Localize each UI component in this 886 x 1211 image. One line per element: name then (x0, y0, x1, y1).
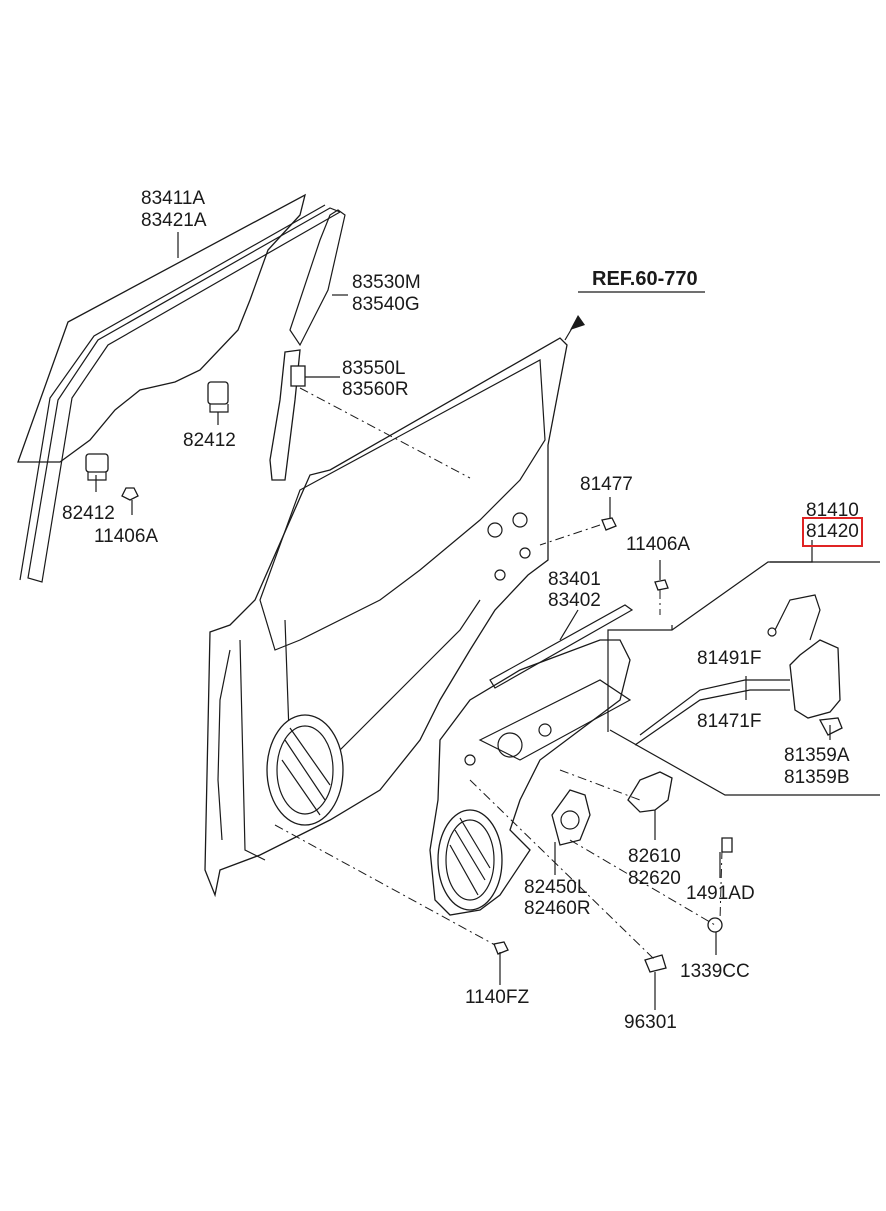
label-83411A: 83411A (141, 188, 206, 209)
window-motor (551, 789, 591, 846)
label-83560R: 83560R (342, 379, 409, 400)
label-81359A: 81359A (784, 745, 850, 766)
label-82610: 82610 (628, 846, 681, 867)
window-regulator (429, 604, 634, 916)
label-96301: 96301 (624, 1012, 677, 1033)
label-1140FZ: 1140FZ (465, 987, 530, 1008)
label-81477: 81477 (580, 474, 633, 495)
label-83540G: 83540G (352, 294, 420, 315)
label-83550L: 83550L (342, 358, 406, 379)
glass-clips (85, 381, 229, 501)
glass-channel (269, 349, 306, 481)
glass-run (289, 209, 346, 347)
label-11406A-right: 11406A (626, 534, 691, 555)
label-82620: 82620 (628, 868, 681, 889)
label-83421A: 83421A (141, 210, 207, 231)
label-ref-60-770: REF.60-770 (592, 268, 698, 290)
fasteners (493, 517, 733, 973)
label-11406A-left: 11406A (94, 526, 159, 547)
label-82460R: 82460R (524, 898, 591, 919)
label-82450L: 82450L (524, 877, 588, 898)
label-83401: 83401 (548, 569, 601, 590)
label-83402: 83402 (548, 590, 601, 611)
latch-assembly-box (607, 540, 880, 796)
door-inner-panel (204, 337, 568, 898)
label-1491AD: 1491AD (686, 883, 755, 904)
label-81471F: 81471F (697, 711, 762, 732)
label-82412-lower: 82412 (62, 503, 115, 524)
label-81491F: 81491F (697, 648, 762, 669)
label-81359B: 81359B (784, 767, 850, 788)
label-81420-highlighted: 81420 (802, 517, 863, 547)
inside-handle (627, 771, 673, 813)
label-81410: 81410 (806, 500, 859, 521)
label-1339CC: 1339CC (680, 961, 750, 982)
label-83530M: 83530M (352, 272, 421, 293)
label-82412-upper: 82412 (183, 430, 236, 451)
